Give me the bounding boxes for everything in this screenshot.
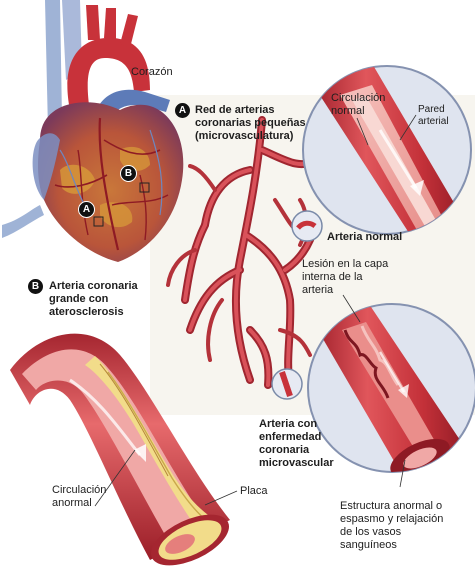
disease-title-line3: coronaria <box>259 444 310 456</box>
plaque-label: Placa <box>240 485 268 497</box>
normal-flow-label: Circulación normal <box>331 92 385 118</box>
large-artery-illustration <box>10 333 230 566</box>
abnormal-flow-label: Circulación anormal <box>52 484 106 510</box>
abnormal-flow-line2: anormal <box>52 497 92 509</box>
struct-line3: de los vasos <box>340 526 402 538</box>
section-b-badge: B <box>28 279 43 294</box>
section-a-line3: (microvasculatura) <box>195 130 294 142</box>
section-a-line2: coronarias pequeñas <box>195 117 306 129</box>
struct-line1: Estructura anormal o <box>340 500 443 512</box>
disease-title-line2: enfermedad <box>259 431 322 443</box>
abnormal-flow-line1: Circulación <box>52 484 107 496</box>
heart-illustration <box>2 0 184 262</box>
struct-line4: sanguíneos <box>340 539 397 551</box>
disease-artery-zoom <box>307 303 475 473</box>
section-a-line1: Red de arterias <box>195 104 275 116</box>
injury-line1: Lesión en la capa <box>302 258 389 270</box>
heart-label: Corazón <box>131 66 173 78</box>
normal-artery-title: Arteria normal <box>327 231 403 243</box>
section-a-title: Red de arterias coronarias pequeñas (mic… <box>195 104 306 143</box>
arterial-wall-line2: arterial <box>418 116 449 127</box>
arterial-wall-line1: Pared <box>418 104 445 115</box>
normal-flow-line2: normal <box>331 105 365 117</box>
section-b-line2: grande con <box>49 293 109 305</box>
injury-line3: arteria <box>302 284 334 296</box>
microvasculature-network <box>166 116 319 389</box>
section-b-title: Arteria coronaria grande con aterosclero… <box>49 280 138 319</box>
injury-label: Lesión en la capa interna de la arteria <box>302 258 388 297</box>
struct-line2: espasmo y relajación <box>340 513 444 525</box>
section-b-line1: Arteria coronaria <box>49 280 138 292</box>
heart-badge-b: B <box>120 165 137 182</box>
section-b-line3: aterosclerosis <box>49 306 124 318</box>
injury-line2: interna de la <box>302 271 363 283</box>
normal-flow-line1: Circulación <box>331 92 386 104</box>
leader-lines <box>94 114 417 507</box>
abnormal-structure-label: Estructura anormal o espasmo y relajació… <box>340 500 443 552</box>
heart-badge-a: A <box>78 201 95 218</box>
magnifier-normal <box>291 210 323 242</box>
arterial-wall-label: Pared arterial <box>418 104 449 128</box>
disease-title-line1: Arteria con <box>259 418 318 430</box>
section-a-badge: A <box>175 103 190 118</box>
disease-title-line4: microvascular <box>259 457 334 469</box>
disease-artery-title: Arteria con enfermedad coronaria microva… <box>259 418 334 470</box>
